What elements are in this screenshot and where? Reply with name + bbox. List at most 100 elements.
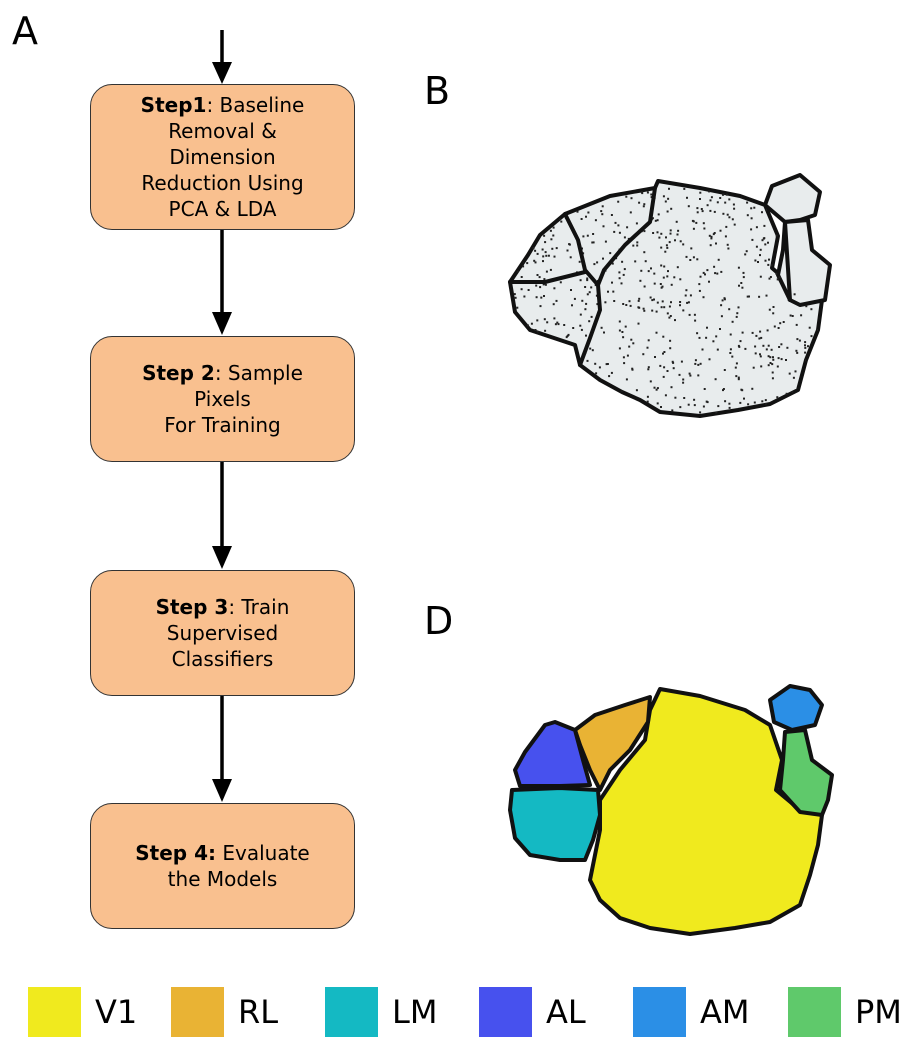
speckle-dot: [544, 251, 547, 254]
speckle-dot: [596, 303, 599, 306]
speckle-dot: [735, 362, 738, 365]
speckle-dot: [683, 187, 686, 190]
speckle-dot: [709, 244, 712, 247]
speckle-dot: [636, 241, 639, 244]
speckle-dot: [520, 288, 523, 291]
speckle-dot: [662, 276, 665, 279]
speckle-dot: [550, 238, 553, 241]
step-3-box: Step 3: Train Supervised Classifiers: [90, 570, 355, 696]
step-4-title: Step 4:: [135, 841, 216, 865]
speckle-dot: [586, 279, 589, 282]
speckle-dot: [600, 326, 603, 329]
speckle-dot: [636, 244, 639, 247]
speckle-dot: [759, 355, 762, 358]
speckle-dot: [567, 333, 570, 336]
speckle-dot: [553, 317, 556, 320]
speckle-dot: [737, 266, 740, 269]
speckle-dot: [687, 301, 690, 304]
speckle-dot: [674, 396, 677, 399]
speckle-dot: [526, 262, 529, 265]
speckle-dot: [748, 295, 750, 298]
speckle-dot: [758, 337, 761, 340]
speckle-dot: [553, 255, 556, 258]
panel-letter-a: A: [12, 9, 38, 53]
speckle-dot: [554, 323, 557, 326]
speckle-dot: [768, 308, 771, 311]
speckle-dot: [729, 348, 732, 351]
speckle-dot: [731, 218, 734, 221]
speckle-dot: [643, 251, 646, 254]
speckle-dot: [780, 343, 783, 346]
speckle-dot: [782, 321, 785, 323]
speckle-dot: [692, 256, 695, 259]
speckle-dot: [604, 301, 607, 304]
speckle-dot: [694, 359, 697, 362]
speckle-dot: [611, 281, 613, 284]
speckle-dot: [534, 329, 537, 331]
speckle-dot: [638, 297, 641, 300]
speckle-dot: [719, 229, 722, 232]
speckle-dot: [579, 313, 582, 316]
speckle-dot: [618, 231, 621, 234]
speckle-dot: [642, 353, 645, 356]
speckle-dot: [724, 201, 727, 204]
speckle-dot: [594, 362, 597, 365]
speckle-dot: [703, 388, 706, 390]
speckle-dot: [789, 314, 792, 317]
speckle-dot: [744, 347, 747, 350]
region-pm: [778, 728, 834, 817]
speckle-dot: [666, 275, 669, 278]
speckle-dot: [534, 249, 537, 252]
speckle-dot: [761, 400, 764, 403]
speckle-dot: [668, 241, 671, 244]
speckle-dot: [646, 400, 649, 403]
speckle-dot: [670, 386, 673, 389]
speckle-dot: [733, 207, 736, 210]
speckle-dot: [737, 376, 740, 379]
speckle-dot: [739, 340, 742, 343]
step-4-line: the Models: [167, 867, 278, 891]
speckle-dot: [542, 260, 544, 263]
speckle-dot: [697, 363, 700, 366]
speckle-dot: [545, 270, 548, 273]
speckle-dot: [632, 342, 635, 345]
speckle-dot: [606, 363, 609, 365]
speckle-dot: [699, 191, 702, 194]
speckle-dot: [665, 244, 668, 247]
speckle-dot: [795, 349, 798, 352]
speckle-dot: [570, 289, 572, 291]
speckle-dot: [746, 295, 749, 298]
speckle-dot: [687, 205, 690, 208]
speckle-dot: [663, 265, 666, 268]
speckle-dot: [643, 285, 646, 288]
speckle-dot: [659, 364, 662, 367]
speckle-dot: [713, 265, 716, 268]
speckle-dot: [640, 269, 643, 272]
speckle-dot: [660, 406, 662, 408]
speckle-dot: [576, 210, 579, 213]
speckle-dot: [706, 204, 709, 207]
speckle-dot: [697, 374, 700, 377]
speckle-dot: [708, 280, 710, 283]
arrow-step3-step4-head: [212, 779, 232, 802]
speckle-dot: [771, 363, 774, 366]
speckle-dot: [661, 300, 664, 303]
speckle-dot: [513, 293, 516, 296]
speckle-dot: [702, 405, 705, 408]
speckle-dot: [788, 372, 791, 375]
speckle-dot: [669, 232, 672, 235]
speckle-dot: [727, 247, 730, 250]
speckle-dot: [720, 304, 723, 307]
legend-label: V1: [95, 993, 138, 1031]
speckle-dot: [679, 304, 681, 307]
panel-b-regions: [508, 173, 832, 418]
speckle-dot: [602, 257, 604, 260]
speckle-dot: [694, 362, 697, 365]
speckle-dot: [584, 308, 587, 311]
speckle-dot: [702, 271, 705, 274]
speckle-dot: [674, 239, 676, 242]
step-3-line: Classifiers: [171, 647, 274, 671]
speckle-dot: [609, 252, 612, 255]
speckle-dot: [776, 365, 779, 368]
speckle-dot: [757, 261, 759, 263]
